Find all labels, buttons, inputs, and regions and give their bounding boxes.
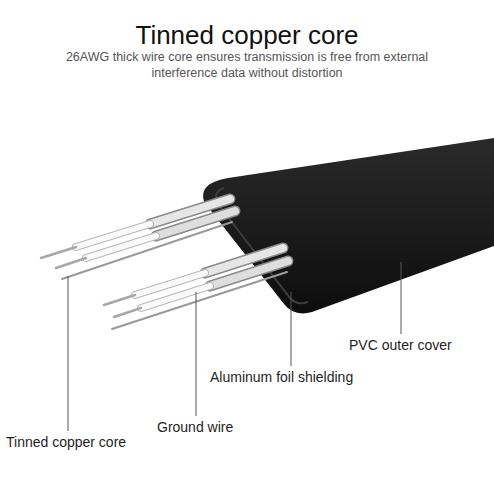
part-label: Tinned copper core xyxy=(5,434,127,450)
cable-end-face xyxy=(216,188,308,303)
title: Tinned copper core xyxy=(135,20,358,51)
part-label: Aluminum foil shielding xyxy=(209,369,354,385)
subtitle: 26AWG thick wire core ensures transmissi… xyxy=(57,49,437,81)
part-label: Ground wire xyxy=(156,419,234,435)
part-label: PVC outer cover xyxy=(348,337,453,353)
pvc-cover xyxy=(203,138,494,313)
